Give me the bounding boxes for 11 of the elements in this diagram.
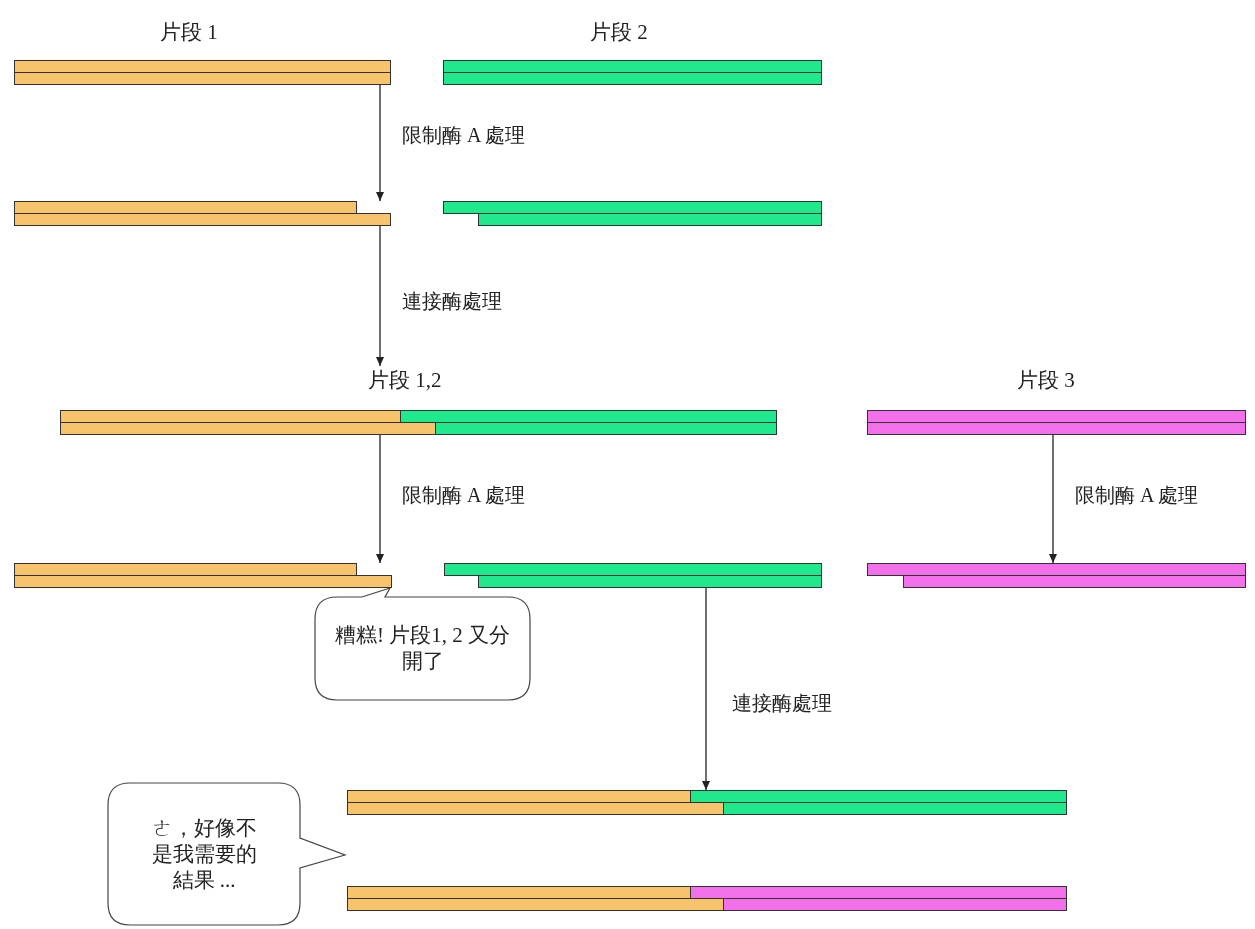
arrow (376, 224, 384, 367)
arrow (702, 586, 710, 791)
fragment-label: 片段 1,2 (368, 367, 442, 394)
arrow (1049, 434, 1057, 564)
fragment-label: 片段 3 (1017, 367, 1075, 394)
fragment-label: 片段 2 (590, 19, 648, 46)
bubble-text: 糟糕! 片段1, 2 又分開了 (334, 622, 511, 675)
arrow (376, 434, 384, 564)
bubble-text: ㄜ，好像不是我需要的結果 ... (150, 814, 258, 894)
fragment-label: 片段 1 (160, 19, 218, 46)
arrow (376, 84, 384, 202)
